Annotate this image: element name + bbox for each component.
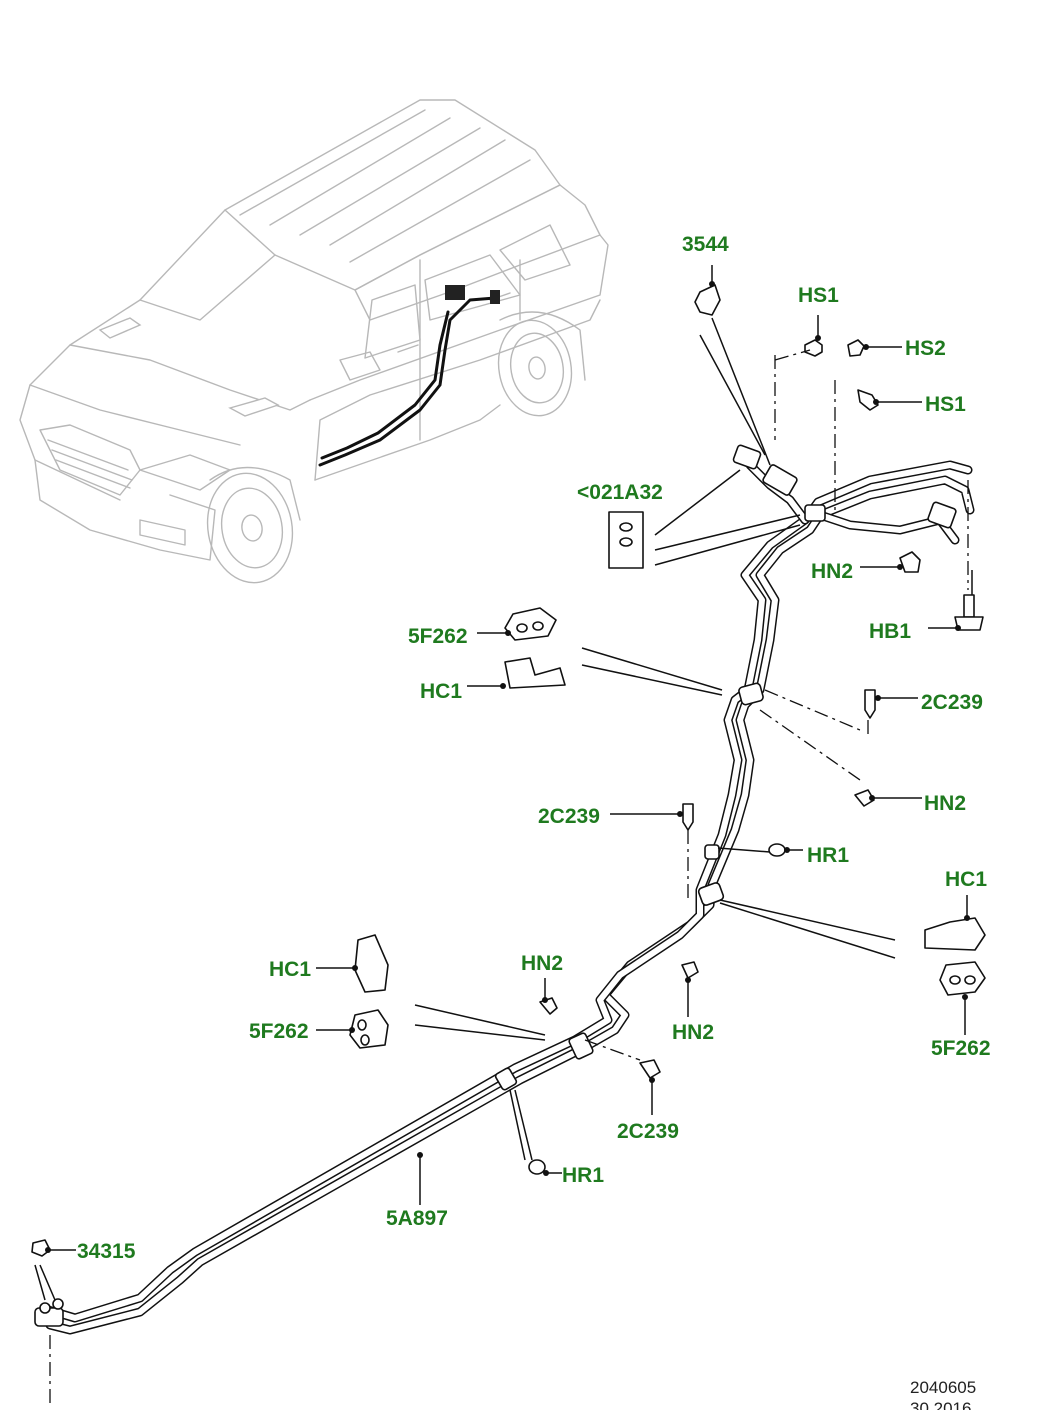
vehicle-illustration [19,99,609,584]
label-hr1-mid: HR1 [807,844,849,867]
label-hb1: HB1 [869,620,911,643]
label-hn2-mid: HN2 [924,792,966,815]
label-2c239-lower: 2C239 [617,1120,679,1143]
label-hc1-upper: HC1 [420,680,462,703]
pipe-assembly [34,444,975,1335]
leader-lines [34,265,973,1408]
label-2c239-upper: 2C239 [921,691,983,714]
label-hn2-center: HN2 [672,1021,714,1044]
small-parts [31,284,986,1257]
label-hn2-center-left: HN2 [521,952,563,975]
drawing-number-secondary: 30.2016 [910,1399,971,1410]
label-hn2-upper: HN2 [811,560,853,583]
label-hc1-left: HC1 [269,958,311,981]
label-34315: 34315 [77,1240,136,1263]
label-5f262-left: 5F262 [249,1020,309,1043]
drawing-number: 2040605 [910,1378,976,1397]
label-2c239-mid: 2C239 [538,805,600,828]
label-hc1-right: HC1 [945,868,987,891]
label-hr1-lower: HR1 [562,1164,604,1187]
label-3544: 3544 [682,233,729,256]
label-5f262-upper: 5F262 [408,625,468,648]
callout-labels: 3544 HS1 HS2 HS1 <021A32 HN2 HB1 5F262 H… [77,233,991,1410]
label-hs1-top: HS1 [798,284,839,307]
label-hs1-right: HS1 [925,393,966,416]
label-5a897: 5A897 [386,1207,448,1230]
label-021a32: <021A32 [577,481,663,504]
label-hs2: HS2 [905,337,946,360]
label-5f262-right: 5F262 [931,1037,991,1060]
